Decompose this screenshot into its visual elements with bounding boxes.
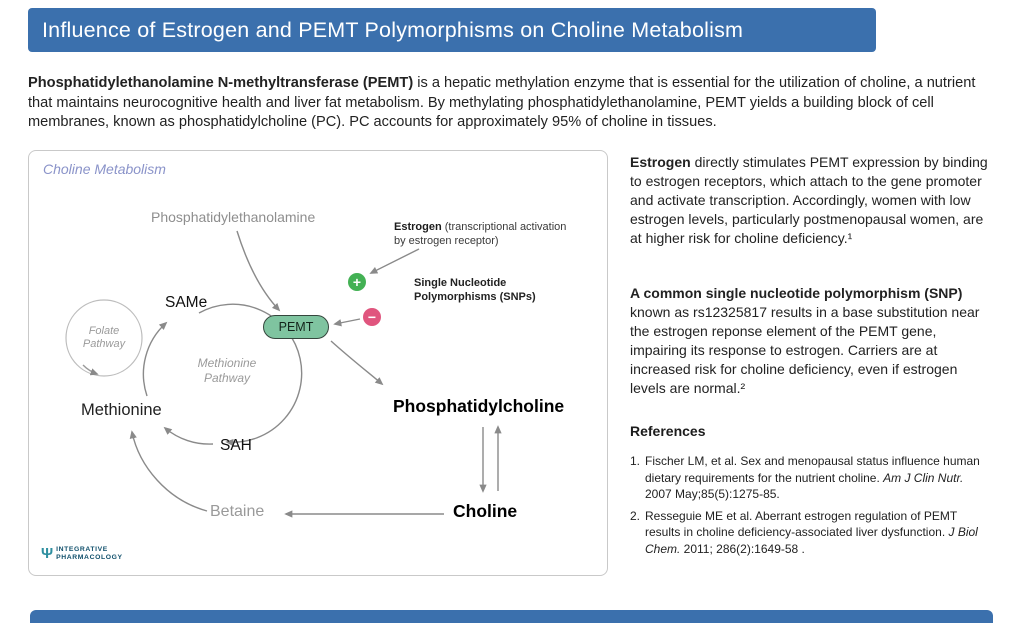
reference-text: Fischer LM, et al. Sex and menopausal st… <box>645 454 980 485</box>
estrogen-annotation-rest: (transcriptional activation by estrogen … <box>394 221 567 247</box>
estrogen-paragraph: Estrogen directly stimulates PEMT expres… <box>630 153 992 248</box>
reference-text-post: 2011; 286(2):1649-58 . <box>680 541 805 556</box>
snp-paragraph: A common single nucleotide polymorphism … <box>630 284 992 398</box>
estrogen-paragraph-text: directly stimulates PEMT expression by b… <box>630 154 988 246</box>
sidebar: Estrogen directly stimulates PEMT expres… <box>630 153 992 562</box>
snp-paragraph-lead: A common single nucleotide polymorphism … <box>630 285 963 301</box>
node-choline: Choline <box>453 501 518 521</box>
reference-journal: J Biol Chem. <box>645 525 978 556</box>
reference-item: 2. Resseguie ME et al. Aberrant estrogen … <box>630 508 992 558</box>
snp-paragraph-text: known as rs12325817 results in a base su… <box>630 304 980 396</box>
logo-line2: PHARMACOLOGY <box>56 553 123 561</box>
arrow-pe-to-pemt <box>236 230 281 312</box>
header-bar: Influence of Estrogen and PEMT Polymorph… <box>28 8 876 52</box>
reference-number: 1. <box>630 454 641 468</box>
footer-bar <box>30 610 993 623</box>
reference-item: 1. Fischer LM, et al. Sex and menopausal … <box>630 453 992 503</box>
node-betaine: Betaine <box>210 503 265 520</box>
intro-lead: Phosphatidylethanolamine N-methyltransfe… <box>28 75 414 91</box>
page-title: Influence of Estrogen and PEMT Polymorph… <box>42 17 744 42</box>
node-methionine-pathway: Methionine Pathway <box>197 356 257 385</box>
intro-text: is a hepatic methylation enzyme that is … <box>28 75 976 130</box>
arrow-folate-cycle <box>82 364 99 376</box>
plus-icon: + <box>348 273 366 291</box>
reference-number: 2. <box>630 508 641 523</box>
arrow-sah-to-methionine <box>163 426 214 445</box>
node-same: SAMe <box>165 294 208 311</box>
reference-journal: Am J Clin Nutr. <box>883 470 964 485</box>
logo-icon: Ψ <box>41 545 54 562</box>
choline-metabolism-diagram: Choline Metabolism Phosphatidylethanolam… <box>28 150 608 576</box>
node-methionine: Methionine <box>81 401 162 419</box>
logo-line1: INTEGRATIVE <box>56 545 108 553</box>
node-phosphatidylcholine: Phosphatidylcholine <box>393 396 565 416</box>
intro-paragraph: Phosphatidylethanolamine N-methyltransfe… <box>28 74 990 133</box>
node-pemt: PEMT <box>263 315 329 339</box>
references-heading: References <box>630 423 706 439</box>
arrow-estrogen-to-plus <box>369 248 420 274</box>
node-sah: SAH <box>220 437 252 454</box>
reference-text-post: 2007 May;85(5):1275-85. <box>645 487 780 501</box>
arrow-betaine-to-methionine <box>129 430 208 512</box>
diagram-title: Choline Metabolism <box>43 161 166 177</box>
node-folate-pathway: Folate Pathway <box>82 325 126 350</box>
references-list: 1. Fischer LM, et al. Sex and menopausal … <box>630 453 992 557</box>
arrow-pemt-to-pc <box>330 340 384 386</box>
snps-annotation: Single Nucleotide Polymorphisms (SNPs) <box>414 277 536 303</box>
reference-text: Resseguie ME et al. Aberrant estrogen re… <box>645 508 957 540</box>
pathway-arrows-graphic <box>65 230 502 518</box>
arrow-minus-to-pemt <box>333 318 361 327</box>
estrogen-annotation: Estrogen (transcriptional activation by … <box>394 221 570 248</box>
arrow-methionine-to-same <box>142 321 168 397</box>
estrogen-paragraph-lead: Estrogen <box>630 154 691 170</box>
node-phosphatidylethanolamine: Phosphatidylethanolamine <box>151 209 316 225</box>
estrogen-annotation-lead: Estrogen <box>394 221 442 233</box>
minus-icon: − <box>363 308 381 326</box>
